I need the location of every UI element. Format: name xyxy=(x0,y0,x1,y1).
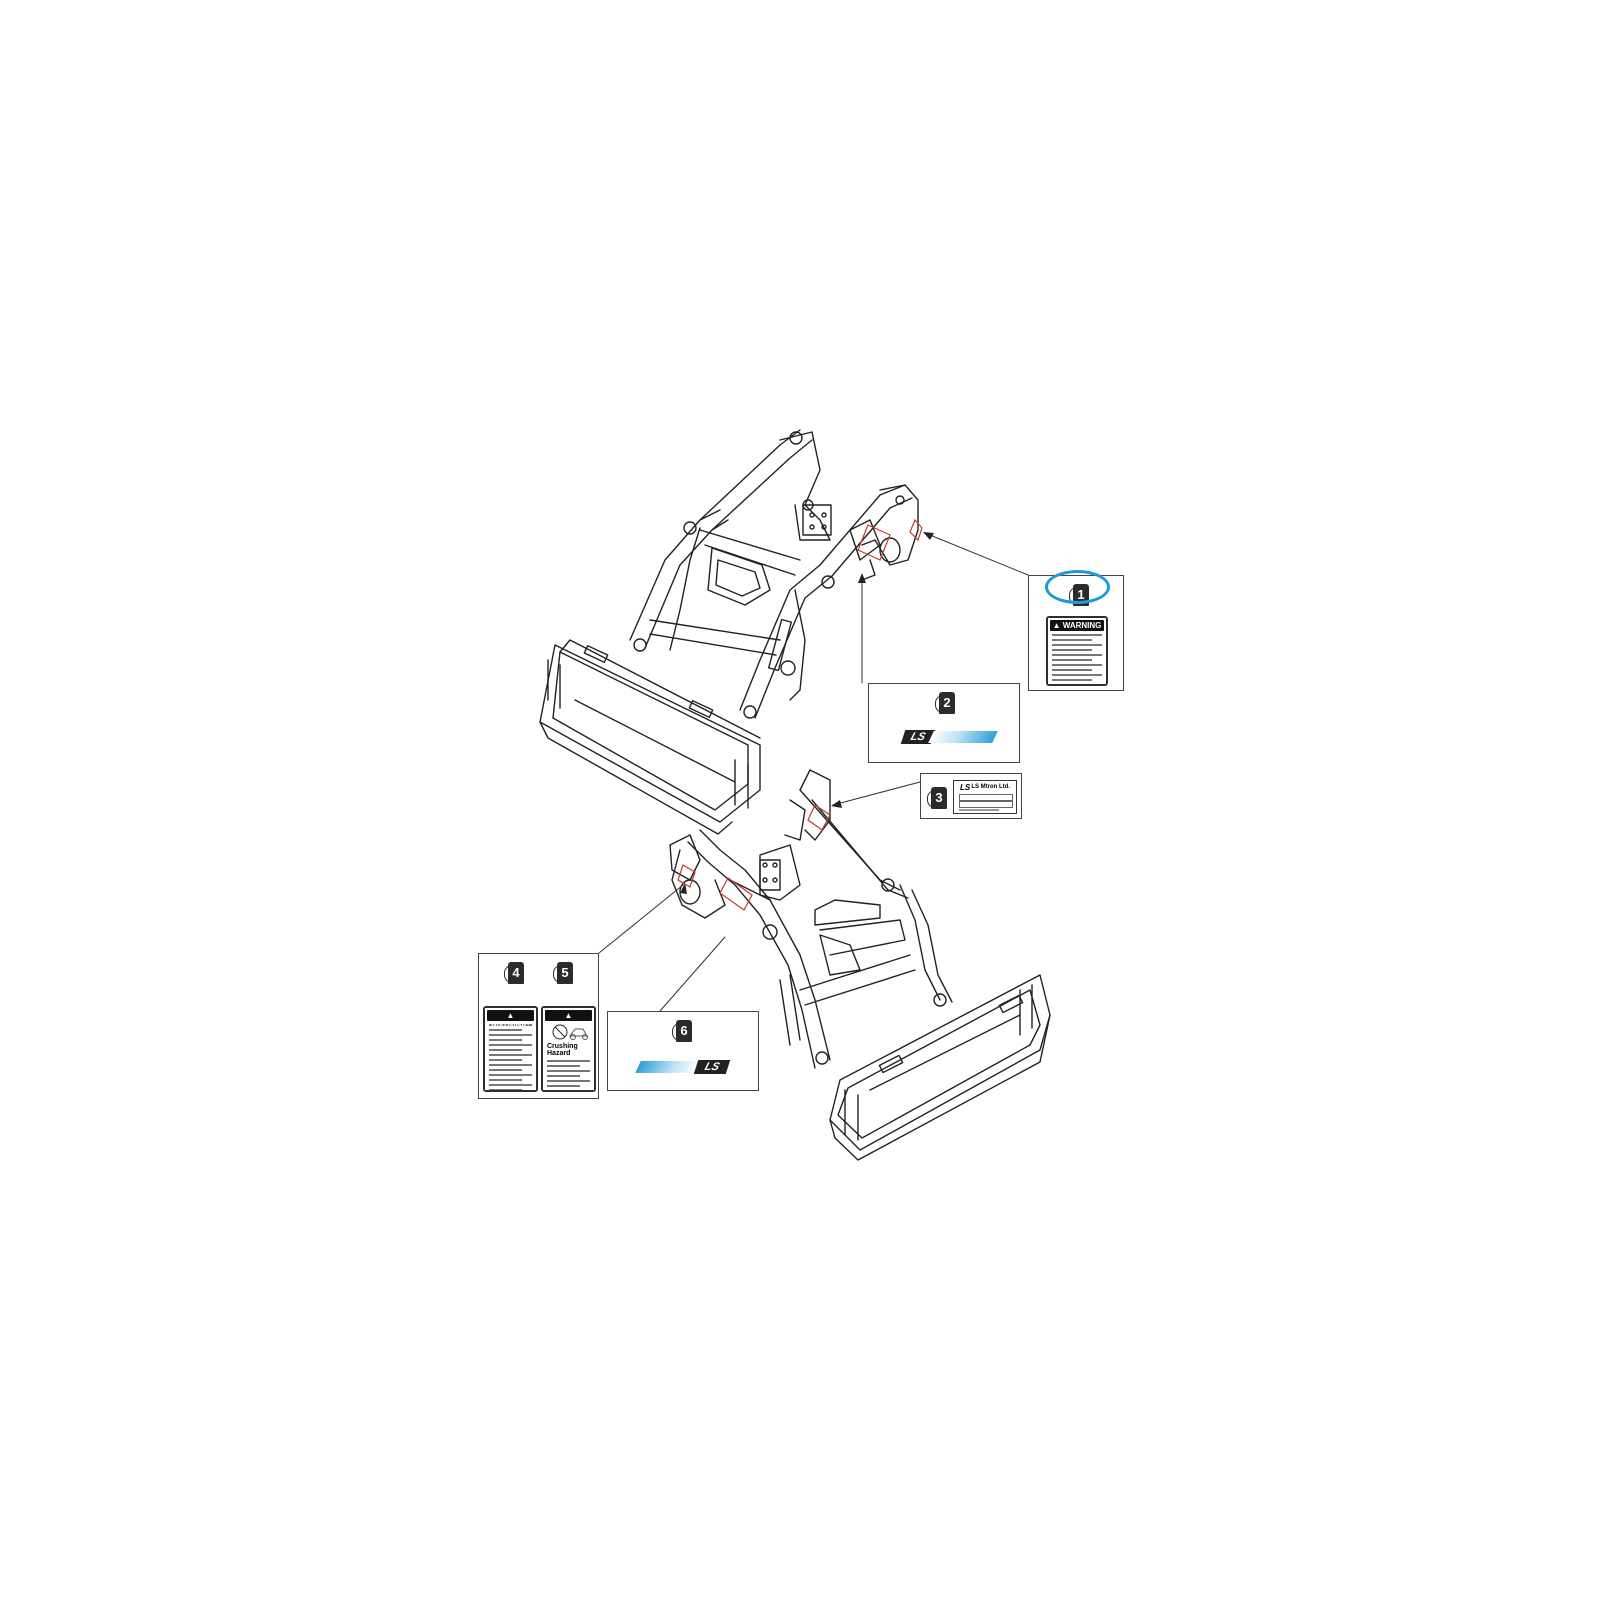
id-plate-decal: LS LS Mtron Ltd. xyxy=(953,780,1017,814)
warning-triangle-icon: ▲ xyxy=(506,1011,515,1020)
callout-2: 2 LS xyxy=(868,683,1020,763)
ls-brand-decal: LS xyxy=(899,728,999,746)
upper-loader xyxy=(539,429,919,835)
decal-marks xyxy=(677,518,923,911)
leader-lines xyxy=(598,532,1029,1012)
highlight-ellipse xyxy=(1045,570,1110,604)
warning-decal: ▲ WARNING xyxy=(1046,616,1108,686)
item-number-badge: 6 xyxy=(672,1020,692,1042)
warning-decal-4: ▲ WARNING xyxy=(483,1006,538,1092)
callout-3: 3 LS LS Mtron Ltd. xyxy=(920,773,1022,819)
ls-logo: LS xyxy=(693,1060,731,1074)
item-number-badge: 3 xyxy=(927,787,947,809)
warning-decal-5: ▲ WARNING Crushing Hazard xyxy=(541,1006,596,1092)
blue-stripe xyxy=(928,731,998,743)
item-number-badge: 5 xyxy=(553,962,573,984)
warning-triangle-icon: ▲ xyxy=(564,1011,573,1020)
ls-brand-decal-reversed: LS xyxy=(634,1058,734,1076)
blue-stripe xyxy=(635,1061,701,1073)
crushing-hazard-icon xyxy=(552,1024,588,1040)
item-number-badge: 2 xyxy=(935,692,955,714)
lower-loader xyxy=(669,769,1051,1161)
callout-4-5: 4 5 ▲ WARNING ▲ WARNING xyxy=(478,953,599,1099)
arrowheads xyxy=(680,532,934,894)
warning-triangle-icon: ▲ xyxy=(1052,621,1061,630)
callout-6: 6 LS xyxy=(607,1011,759,1091)
item-number-badge: 4 xyxy=(504,962,524,984)
